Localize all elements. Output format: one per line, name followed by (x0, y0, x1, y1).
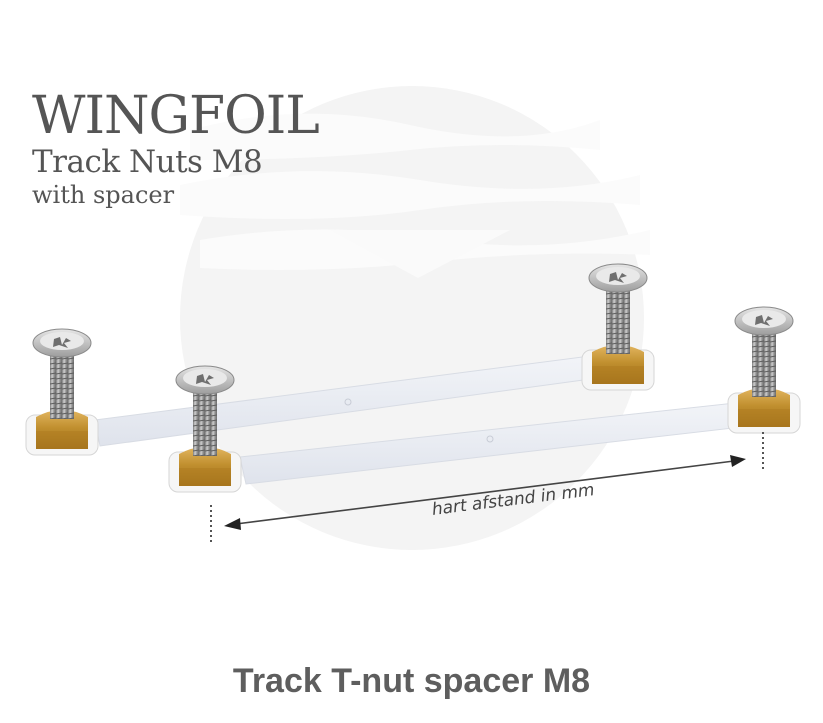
front-spacer-pair (168, 306, 801, 493)
title-block: WINGFOIL Track Nuts M8 with spacer (32, 86, 320, 210)
dimension-arrow (210, 432, 764, 545)
back-spacer-pair (25, 263, 655, 456)
title-with-spacer: with spacer (32, 181, 175, 209)
product-caption: Track T-nut spacer M8 (232, 662, 591, 700)
title-wingfoil: WINGFOIL (32, 86, 320, 146)
title-track-nuts: Track Nuts M8 (32, 144, 263, 180)
